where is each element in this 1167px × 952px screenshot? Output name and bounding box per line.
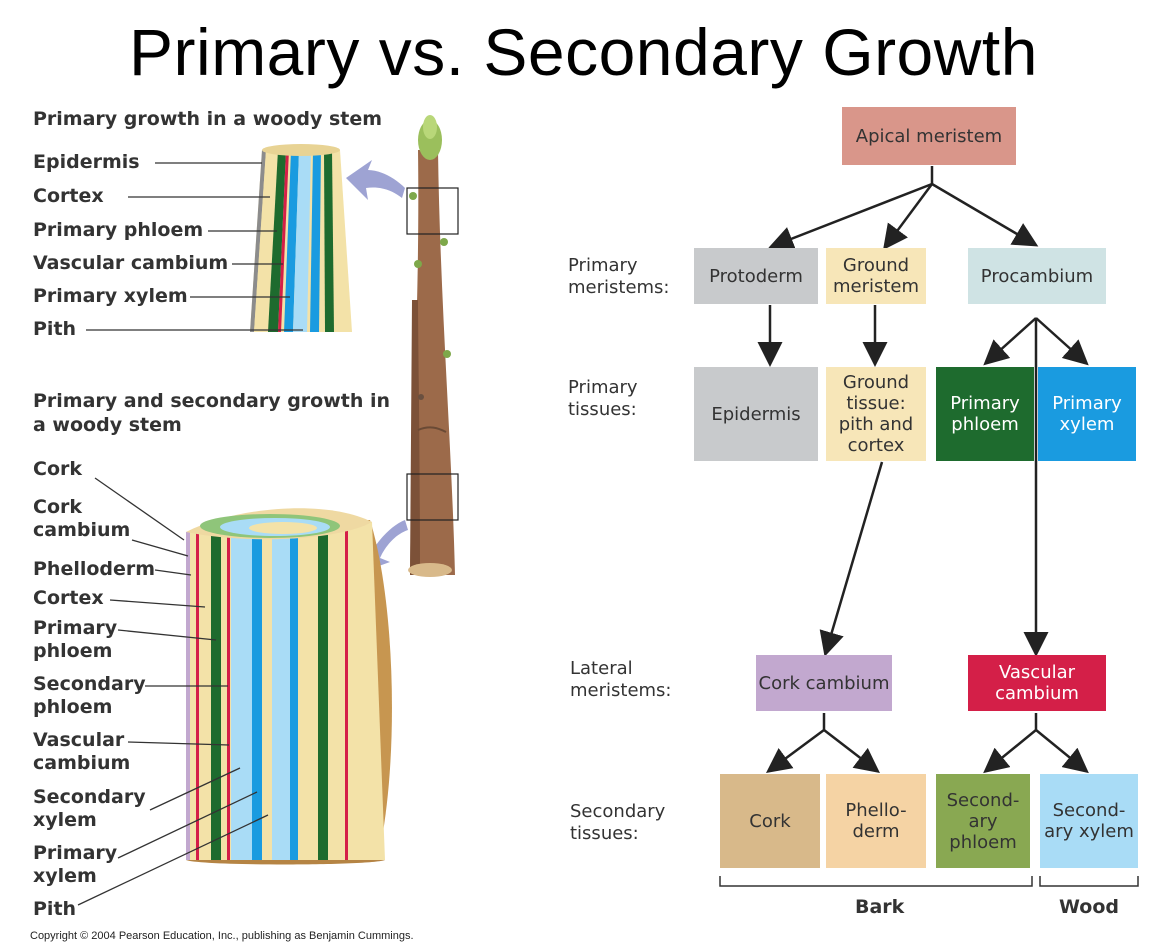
label-secondary-xylem: Secondary xylem [33, 786, 146, 831]
ground-tissue-box: Ground tissue: pith and cortex [826, 367, 926, 461]
primary-xylem-box: Primary xylem [1038, 367, 1136, 461]
ground-meristem-box: Ground meristem [826, 248, 926, 304]
procambium-box: Procambium [968, 248, 1106, 304]
label-cork: Cork [33, 458, 83, 480]
label-pith-2: Pith [33, 898, 77, 920]
copyright-notice: Copyright © 2004 Pearson Education, Inc.… [30, 930, 414, 942]
label-vascular-cambium: Vascular cambium [33, 252, 229, 274]
brackets [719, 876, 1139, 887]
primary-leader-lines [86, 162, 303, 331]
secondary-stem-section [186, 508, 392, 865]
primary-growth-heading: Primary growth in a woody stem [33, 108, 383, 130]
epidermis-box: Epidermis [694, 367, 818, 461]
label-vascular-cambium-2: Vascular cambium [33, 729, 131, 774]
vascular-cambium-box: Vascular cambium [968, 655, 1106, 711]
secondary-xylem-box: Second-ary xylem [1040, 774, 1138, 868]
row-label-secondary-tissues: Secondary tissues: [570, 801, 666, 844]
label-cortex: Cortex [33, 185, 104, 207]
cork-cambium-box: Cork cambium [756, 655, 892, 711]
label-primary-phloem: Primary phloem [33, 219, 204, 241]
label-epidermis: Epidermis [33, 151, 140, 173]
label-secondary-phloem: Secondary phloem [33, 673, 146, 718]
zoom-arrows [346, 160, 408, 572]
label-primary-xylem-2: Primary xylem [33, 842, 118, 887]
protoderm-box: Protoderm [694, 248, 818, 304]
row-label-primary-tissues: Primary tissues: [568, 377, 638, 420]
secondary-leader-lines [77, 477, 269, 906]
wood-label: Wood [1059, 896, 1119, 918]
bark-label: Bark [855, 896, 905, 918]
label-primary-xylem: Primary xylem [33, 285, 188, 307]
label-phelloderm: Phelloderm [33, 558, 156, 580]
twig [406, 115, 459, 577]
primary-stem-section [250, 144, 352, 332]
secondary-growth-heading: Primary and secondary growth in a woody … [33, 390, 391, 436]
label-cork-cambium: Cork cambium [33, 496, 131, 541]
primary-phloem-box: Primary phloem [936, 367, 1034, 461]
apical-meristem-box: Apical meristem [842, 107, 1016, 165]
row-label-lateral-meristems: Lateral meristems: [570, 658, 672, 701]
secondary-phloem-box: Second-ary phloem [936, 774, 1030, 868]
page-title: Primary vs. Secondary Growth [129, 15, 1038, 89]
phelloderm-box: Phello-derm [826, 774, 926, 868]
flow-arrows [757, 166, 1089, 774]
label-cortex-2: Cortex [33, 587, 104, 609]
row-label-primary-meristems: Primary meristems: [568, 255, 670, 298]
label-primary-phloem-2: Primary phloem [33, 617, 118, 662]
cork-box: Cork [720, 774, 820, 868]
label-pith: Pith [33, 318, 77, 340]
